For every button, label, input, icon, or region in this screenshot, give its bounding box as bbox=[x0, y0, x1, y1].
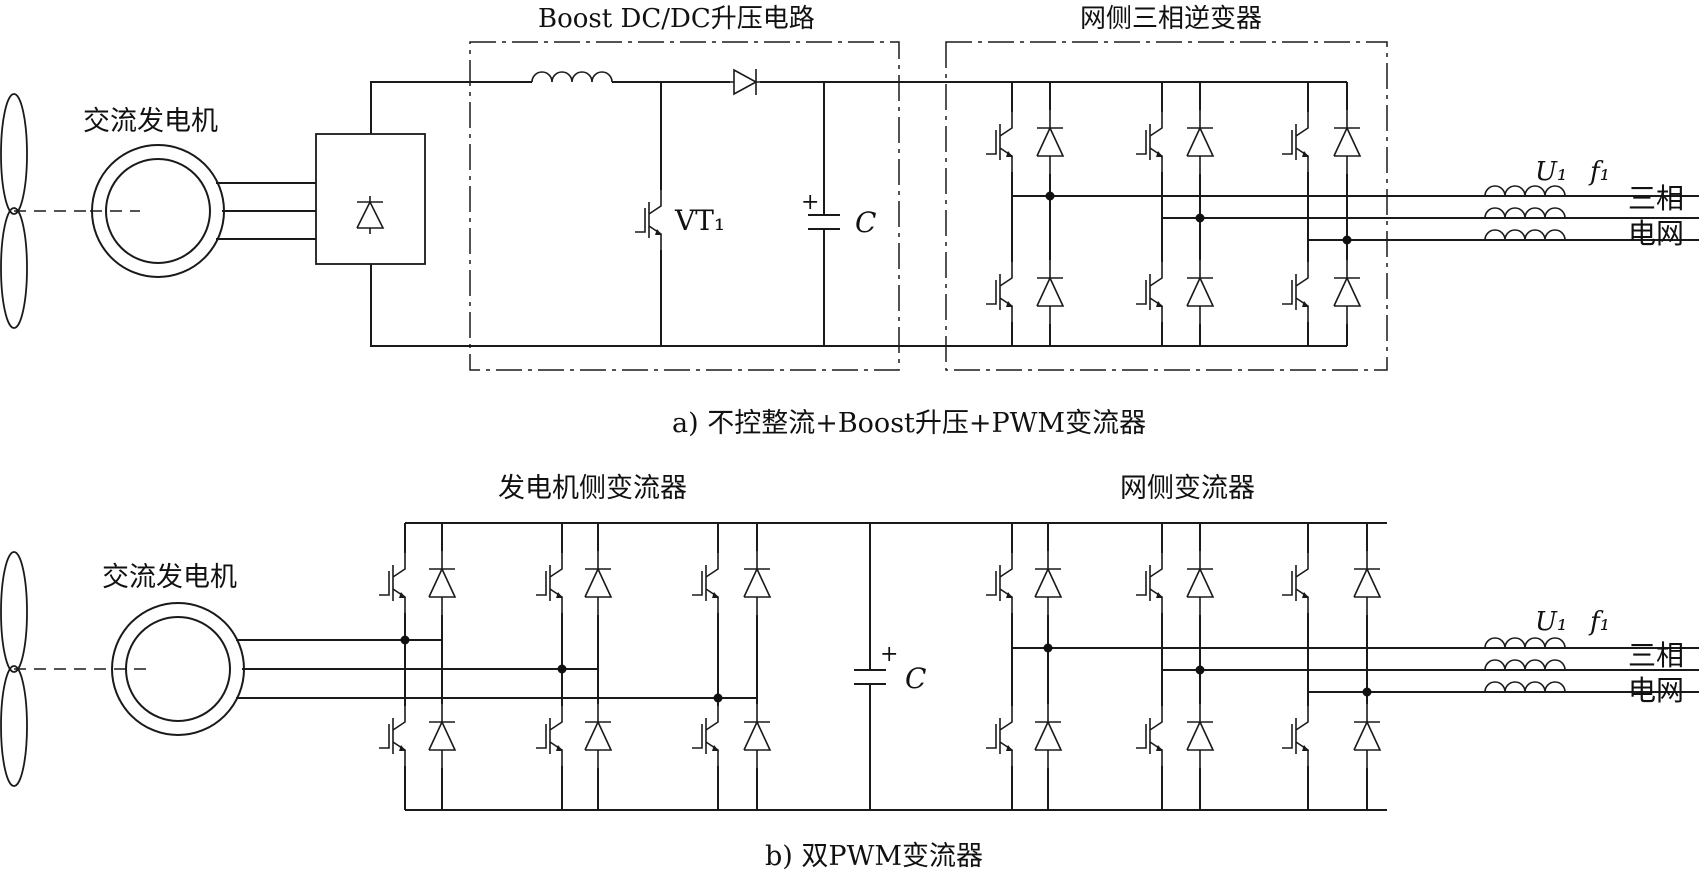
inverter-a-legs bbox=[985, 82, 1361, 346]
grid-label-b-1: 三相 bbox=[1628, 639, 1684, 672]
boost-label: Boost DC/DC升压电路 bbox=[538, 4, 815, 34]
grid-side-legs bbox=[985, 523, 1381, 810]
generator-inner-b bbox=[125, 616, 231, 722]
boost-cap-sign: + bbox=[801, 190, 819, 215]
dclink-cap-label: C bbox=[905, 662, 926, 695]
grid-label-a-1: 三相 bbox=[1628, 182, 1684, 215]
gen-side-label: 发电机侧变流器 bbox=[498, 473, 687, 504]
grid-label-b-2: 电网 bbox=[1628, 674, 1684, 707]
grid-label-a-2: 电网 bbox=[1628, 217, 1684, 250]
grid-voltage-label-b: U₁ bbox=[1535, 607, 1567, 637]
generator-label: 交流发电机 bbox=[83, 106, 218, 137]
boost-region bbox=[469, 41, 900, 371]
turbine-blade-top bbox=[0, 93, 28, 215]
inverter-label: 网侧三相逆变器 bbox=[1080, 4, 1262, 34]
boost-inductor bbox=[531, 71, 613, 83]
panel-b: 交流发电机 发电机侧变流器 网侧变流器 bbox=[0, 473, 1699, 872]
generator-outer-b bbox=[111, 602, 245, 736]
caption-b: b) 双PWM变流器 bbox=[765, 841, 983, 872]
turbine-blade-bottom-b bbox=[0, 665, 28, 787]
panel-a: 交流发电机 Boost DC/DC升压电路 VT₁ bbox=[0, 4, 1699, 439]
boost-cap-label: C bbox=[855, 206, 876, 239]
switch-label: VT₁ bbox=[674, 204, 725, 237]
rectifier-diode-icon bbox=[356, 196, 385, 234]
boost-switch-vt1 bbox=[634, 187, 663, 253]
turbine-blade-top-b bbox=[0, 551, 28, 673]
inverter-region bbox=[945, 41, 1388, 371]
generator-inner bbox=[105, 158, 211, 264]
boost-diode bbox=[730, 68, 760, 96]
caption-a: a) 不控整流+Boost升压+PWM变流器 bbox=[672, 408, 1146, 439]
grid-freq-label-a: f₁ bbox=[1588, 157, 1610, 187]
grid-freq-label-b: f₁ bbox=[1588, 607, 1610, 637]
dclink-cap-sign: + bbox=[880, 642, 898, 667]
grid-voltage-label-a: U₁ bbox=[1535, 157, 1567, 187]
turbine-blade-bottom bbox=[0, 207, 28, 329]
grid-side-label: 网侧变流器 bbox=[1120, 473, 1255, 504]
gen-side-legs bbox=[378, 523, 771, 810]
generator-label-b: 交流发电机 bbox=[102, 562, 237, 593]
